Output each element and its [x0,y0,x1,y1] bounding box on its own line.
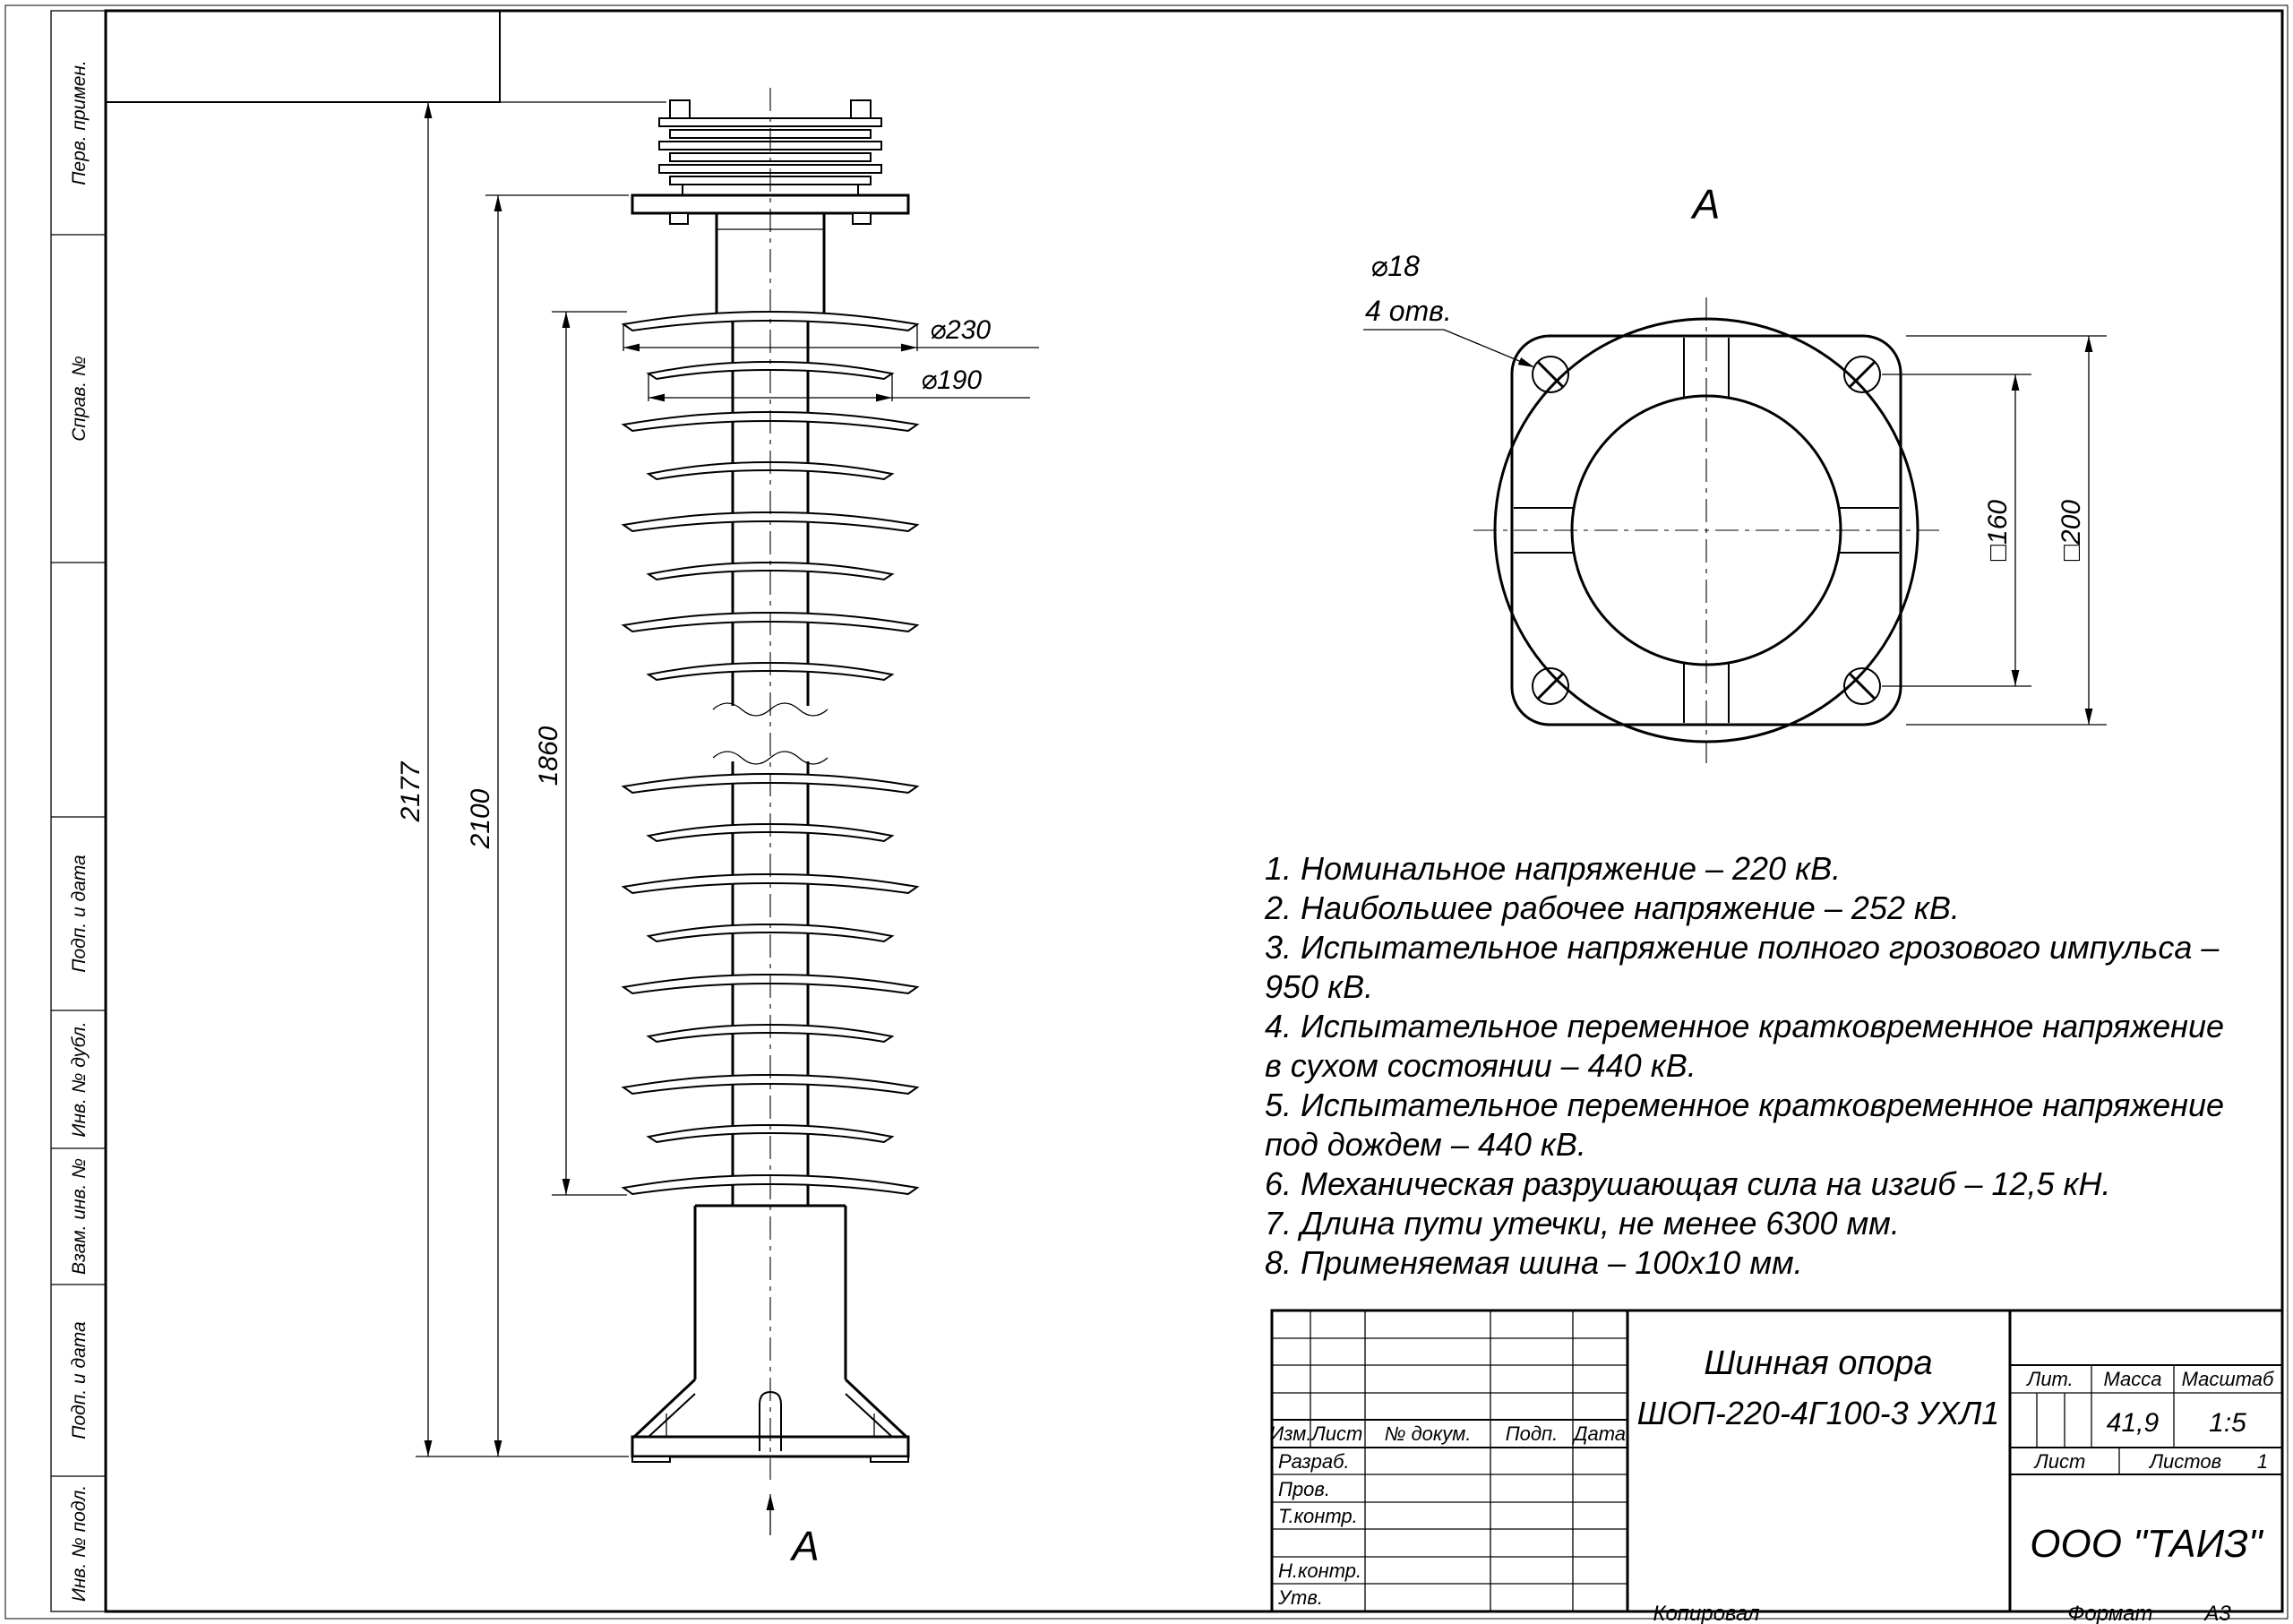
tb-header-doc: № докум. [1385,1422,1472,1445]
dim-label-flange-square: □200 [2057,500,2086,561]
dim-label-shed-minor: ⌀190 [921,365,982,395]
tb-scale-value: 1:5 [2209,1408,2246,1438]
tb-mass-label: Масса [2103,1368,2161,1390]
format-label: Формат [2067,1602,2152,1624]
margin-label-podp-data-1: Подп. и дата [69,855,90,972]
top-left-stamp-box [105,10,501,103]
hole-leader: ⌀18 4 отв. [1363,250,1535,368]
margin-label-perv-primen: Перв. примен. [69,60,90,185]
tb-role-prov: Пров. [1278,1478,1330,1500]
kopiroval-label: Копировал [1653,1602,1760,1624]
tb-header-list: Лист [1310,1422,1363,1445]
tb-scale-label: Масштаб [2182,1368,2275,1390]
tb-role-tkontr: Т.контр. [1278,1505,1358,1527]
front-view-dimensions: 2177 2100 1860 ⌀230 ⌀190 [396,101,1039,1457]
flange-square [1510,334,1902,726]
tb-sheets-value: 1 [2257,1450,2268,1473]
tb-role-nkontr: Н.контр. [1278,1560,1361,1582]
top-view-dimensions: □160 □200 [1882,335,2107,726]
hole-count-label: 4 отв. [1365,295,1452,327]
tb-header-data: Дата [1571,1422,1626,1445]
note-line-9: 6. Механическая разрушающая сила на изги… [1265,1165,2111,1202]
bolt-holes [1532,356,1881,705]
technical-notes: 1. Номинальное напряжение – 220 кВ. 2. Н… [1264,850,2224,1281]
dim-label-insulation-height: 1860 [534,726,563,786]
sheet-frame [4,4,2289,1620]
margin-label-inv-dubl: Инв. № дубл. [69,1021,90,1137]
tb-sheets-label: Листов [2148,1450,2221,1473]
note-line-2: 2. Наибольшее рабочее напряжение – 252 к… [1264,889,1960,926]
dim-label-shed-major: ⌀230 [930,315,991,345]
tb-doc-name: Шинная опора [1704,1345,1932,1382]
format-value: А3 [2203,1602,2231,1624]
tb-header-izm: Изм. [1270,1422,1312,1445]
margin-label-podp-data-2: Подп. и дата [69,1321,90,1439]
top-view: А ⌀18 4 отв. [1363,181,2107,763]
note-line-3: 3. Испытательное напряжение полного гроз… [1265,929,2220,966]
note-line-10: 7. Длина пути утечки, не менее 6300 мм. [1265,1205,1900,1242]
hole-diameter-label: ⌀18 [1370,250,1420,282]
dim-label-total-height: 2177 [396,760,425,822]
view-arrow-label: А [789,1523,820,1569]
tb-lit-label: Лит. [2025,1368,2074,1390]
tb-mass-value: 41,9 [2107,1408,2160,1438]
note-line-4: 950 кВ. [1265,968,1373,1005]
front-view: А [623,88,918,1569]
note-line-7: 5. Испытательное переменное кратковремен… [1265,1087,2224,1123]
note-line-11: 8. Применяемая шина – 100x10 мм. [1265,1244,1803,1281]
tb-doc-code: ШОП-220-4Г100-3 УХЛ1 [1637,1395,2000,1431]
margin-label-sprav: Справ. № [69,356,90,441]
tb-role-razrab: Разраб. [1278,1450,1350,1473]
note-line-8: под дождем – 440 кВ. [1265,1126,1586,1163]
dim-label-flange-height: 2100 [466,788,495,849]
view-arrow-a: А [766,1494,820,1569]
top-view-title: А [1690,181,1721,228]
bottom-margin: Копировал Формат А3 [1653,1602,2231,1624]
dim-label-bolt-square: □160 [1983,500,2013,561]
margin-label-vzam-inv: Взам. инв. № [69,1158,90,1275]
margin-label-inv-podl: Инв. № подл. [69,1485,90,1602]
title-block: Изм. Лист № докум. Подп. Дата Разраб. Пр… [1270,1309,2284,1613]
left-margin-column: Перв. примен. Справ. № Подп. и дата Инв.… [50,10,107,1612]
tb-sheet-label: Лист [2033,1450,2086,1473]
note-line-6: в сухом состоянии – 440 кВ. [1265,1047,1696,1084]
tb-company: ООО "ТАИЗ" [2030,1522,2264,1566]
tb-header-podp: Подп. [1506,1422,1559,1445]
note-line-1: 1. Номинальное напряжение – 220 кВ. [1265,850,1841,887]
tb-role-utv: Утв. [1277,1586,1323,1609]
note-line-5: 4. Испытательное переменное кратковремен… [1265,1008,2224,1044]
